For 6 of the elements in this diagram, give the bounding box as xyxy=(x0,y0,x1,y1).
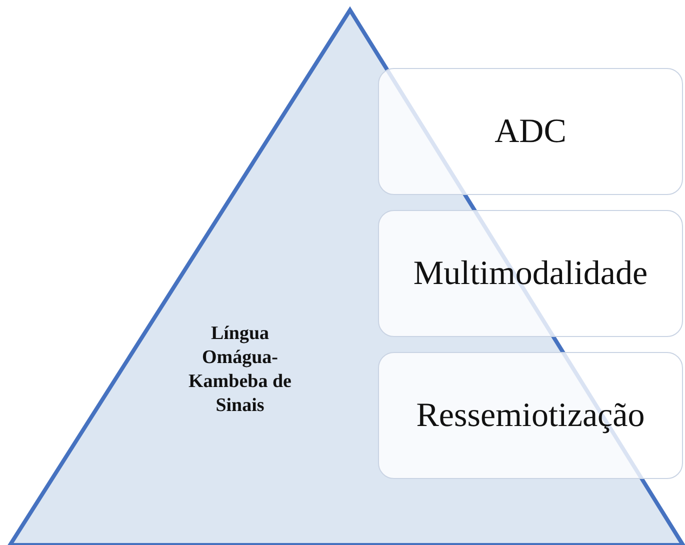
pyramid-label: Língua Omágua-Kambeba de Sinais xyxy=(188,322,292,418)
card-label: Ressemiotização xyxy=(416,396,645,434)
rounded-card xyxy=(378,68,683,195)
rounded-card xyxy=(378,210,683,337)
card-label: ADC xyxy=(494,112,566,150)
card-label: Multimodalidade xyxy=(413,254,648,292)
